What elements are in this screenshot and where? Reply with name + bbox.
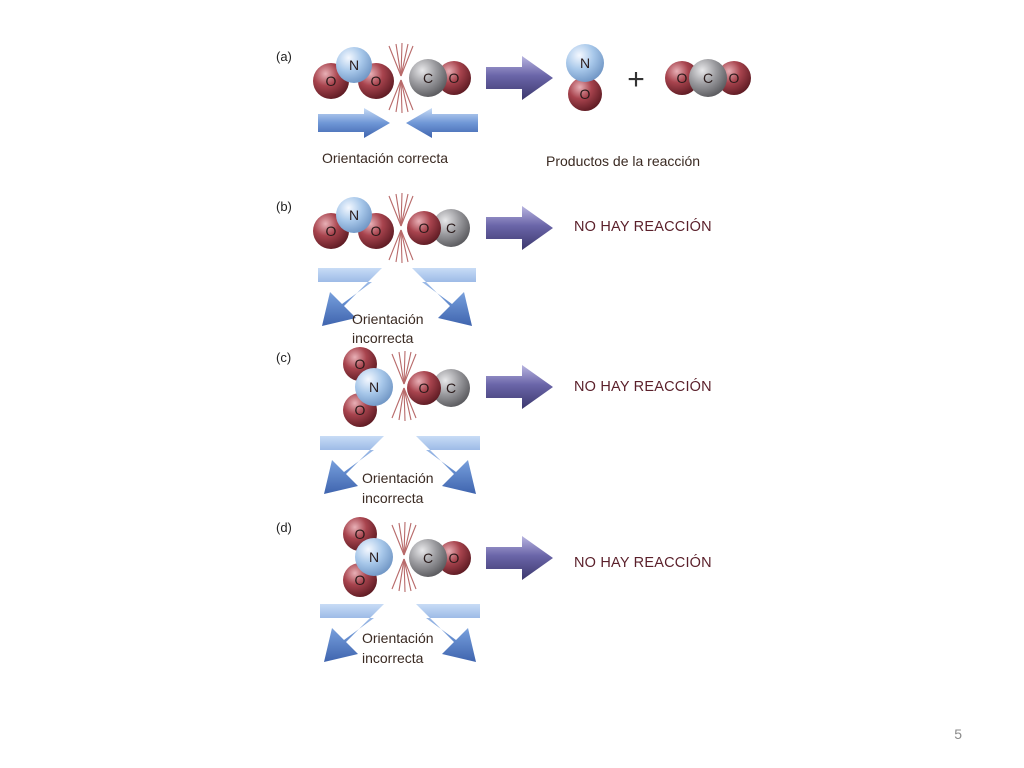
carbon-atom: C [432,209,470,247]
no2-molecule: O O N [313,197,394,249]
no-reaction-text: NO HAY REACCIÓN [574,218,712,235]
oxygen-atom: O [407,211,441,245]
panel-label: (a) [276,49,292,64]
orientation-caption: Orientación [352,311,424,327]
co-molecule: C O [407,209,470,247]
carbon-atom: C [409,539,447,577]
orientation-caption: incorrecta [362,650,424,666]
co-molecule: O C [409,539,471,577]
panel-label: (d) [276,520,292,535]
oxygen-atom: O [568,77,602,111]
atom-letter: O [326,73,337,89]
atom-letter: N [369,379,379,395]
nitrogen-atom: N [355,368,393,406]
panel-d: (d) O O N O [276,517,712,666]
atom-letter: O [677,70,688,86]
atom-letter: O [355,356,366,372]
oxygen-atom: O [717,61,751,95]
nitrogen-atom: N [566,44,604,82]
panel-a: (a) O O N O [276,42,751,169]
no-product-molecule: O N [566,44,604,111]
plus-sign: + [627,63,645,96]
atom-letter: O [449,550,460,566]
carbon-atom: C [689,59,727,97]
atom-letter: O [355,526,366,542]
panel-c: (c) O O N C [276,347,712,506]
atom-letter: C [446,380,456,396]
reaction-arrow [486,365,553,409]
atom-letter: N [580,55,590,71]
co2-product-molecule: O O C [665,59,751,97]
carbon-atom: C [432,369,470,407]
atom-letter: C [703,70,713,86]
deflection-arrow-right [412,268,476,326]
atom-letter: O [355,572,366,588]
orientation-arrow-left [406,108,478,138]
deflection-arrow-left [318,268,382,326]
nitrogen-atom: N [336,197,372,233]
panel-b: (b) O O N C [276,192,712,346]
deflection-arrow-left [320,436,384,494]
atom-letter: O [449,70,460,86]
orientation-caption: Orientación [362,630,434,646]
no-reaction-text: NO HAY REACCIÓN [574,554,712,571]
no-reaction-text: NO HAY REACCIÓN [574,378,712,395]
deflection-arrow-right [416,436,480,494]
orientation-caption: Orientación correcta [322,150,448,166]
no2-molecule: O O N [313,47,394,99]
panel-label: (c) [276,350,291,365]
atom-letter: N [369,549,379,565]
slide-number: 5 [954,726,962,742]
no2-molecule: O O N [343,517,393,597]
atom-letter: N [349,57,359,73]
products-caption: Productos de la reacción [546,153,700,169]
orientation-caption: incorrecta [352,330,414,346]
atom-letter: O [419,220,430,236]
atom-letter: C [423,550,433,566]
atom-letter: C [446,220,456,236]
carbon-atom: C [409,59,447,97]
atom-letter: O [729,70,740,86]
nitrogen-atom: N [355,538,393,576]
atom-letter: O [580,86,591,102]
collision-spark-icon [388,42,414,114]
collision-spark-icon [391,350,417,422]
deflection-arrow-right [416,604,480,662]
co-molecule: O C [409,59,471,97]
panel-label: (b) [276,199,292,214]
atom-letter: O [355,402,366,418]
deflection-arrow-left [320,604,384,662]
co-molecule: C O [407,369,470,407]
oxygen-atom: O [407,371,441,405]
collision-spark-icon [391,521,417,593]
atom-letter: O [326,223,337,239]
oxygen-atom: O [437,61,471,95]
orientation-caption: incorrecta [362,490,424,506]
reaction-arrow [486,536,553,580]
oxygen-atom: O [665,61,699,95]
no2-molecule: O O N [343,347,393,427]
orientation-arrow-right [318,108,390,138]
atom-letter: O [419,380,430,396]
reaction-arrow [486,206,553,250]
reaction-arrow [486,56,553,100]
atom-letter: C [423,70,433,86]
orientation-caption: Orientación [362,470,434,486]
atom-letter: O [371,223,382,239]
oxygen-atom: O [437,541,471,575]
nitrogen-atom: N [336,47,372,83]
atom-letter: O [371,73,382,89]
collision-spark-icon [388,192,414,264]
atom-letter: N [349,207,359,223]
